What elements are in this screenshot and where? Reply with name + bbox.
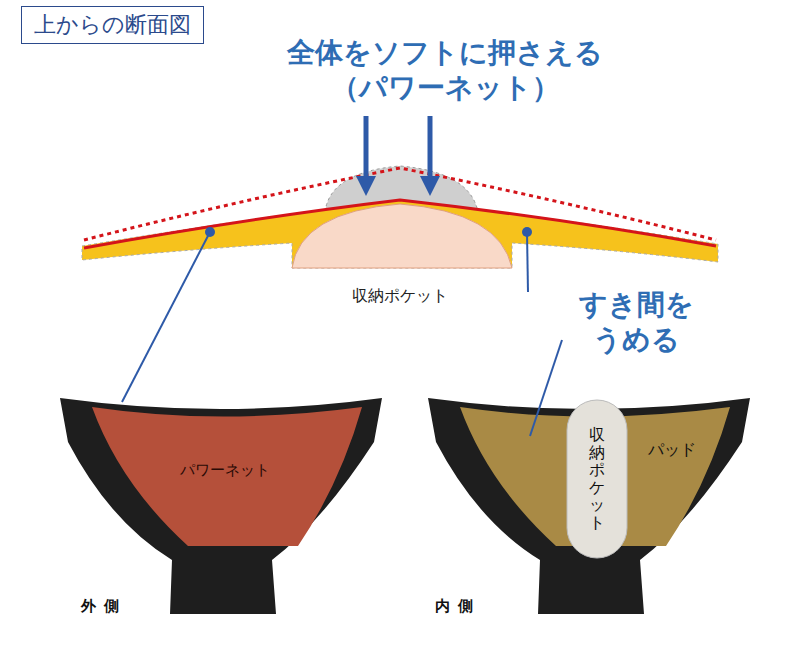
leader-dot bbox=[522, 227, 532, 237]
power-net-region bbox=[92, 407, 362, 546]
callout-text: すき間を うめる bbox=[561, 287, 711, 357]
power-net-area: パワーネット bbox=[178, 459, 272, 482]
node-text: パッド bbox=[648, 440, 696, 461]
part-name: 収納ポケット bbox=[352, 286, 448, 306]
dotted-outline bbox=[84, 168, 716, 240]
side-label: 外側 bbox=[81, 597, 127, 616]
yellow-pad-band bbox=[82, 200, 718, 268]
leader-dot bbox=[205, 227, 215, 237]
power-net-line bbox=[84, 200, 716, 248]
arrow bbox=[364, 116, 369, 186]
arrow bbox=[428, 116, 433, 186]
panty-outline bbox=[60, 398, 382, 614]
leader-line bbox=[527, 232, 528, 292]
node-text: 収納ポケット bbox=[589, 426, 605, 532]
heading-callout: 全体をソフトに押さえる （パワーネット） bbox=[230, 35, 660, 105]
pad-region bbox=[460, 407, 730, 546]
pad-area: パッド bbox=[646, 438, 698, 463]
side-label: 内側 bbox=[435, 597, 481, 616]
leader-line bbox=[530, 340, 562, 436]
title-box: 上からの断面図 bbox=[21, 6, 204, 44]
leader-line bbox=[122, 232, 210, 402]
pocket-area: 収納ポケット bbox=[587, 424, 607, 534]
pocket-shape bbox=[292, 204, 512, 268]
pocket-region bbox=[567, 400, 627, 558]
node-text: パワーネット bbox=[180, 461, 270, 480]
panty-outline bbox=[428, 398, 750, 614]
